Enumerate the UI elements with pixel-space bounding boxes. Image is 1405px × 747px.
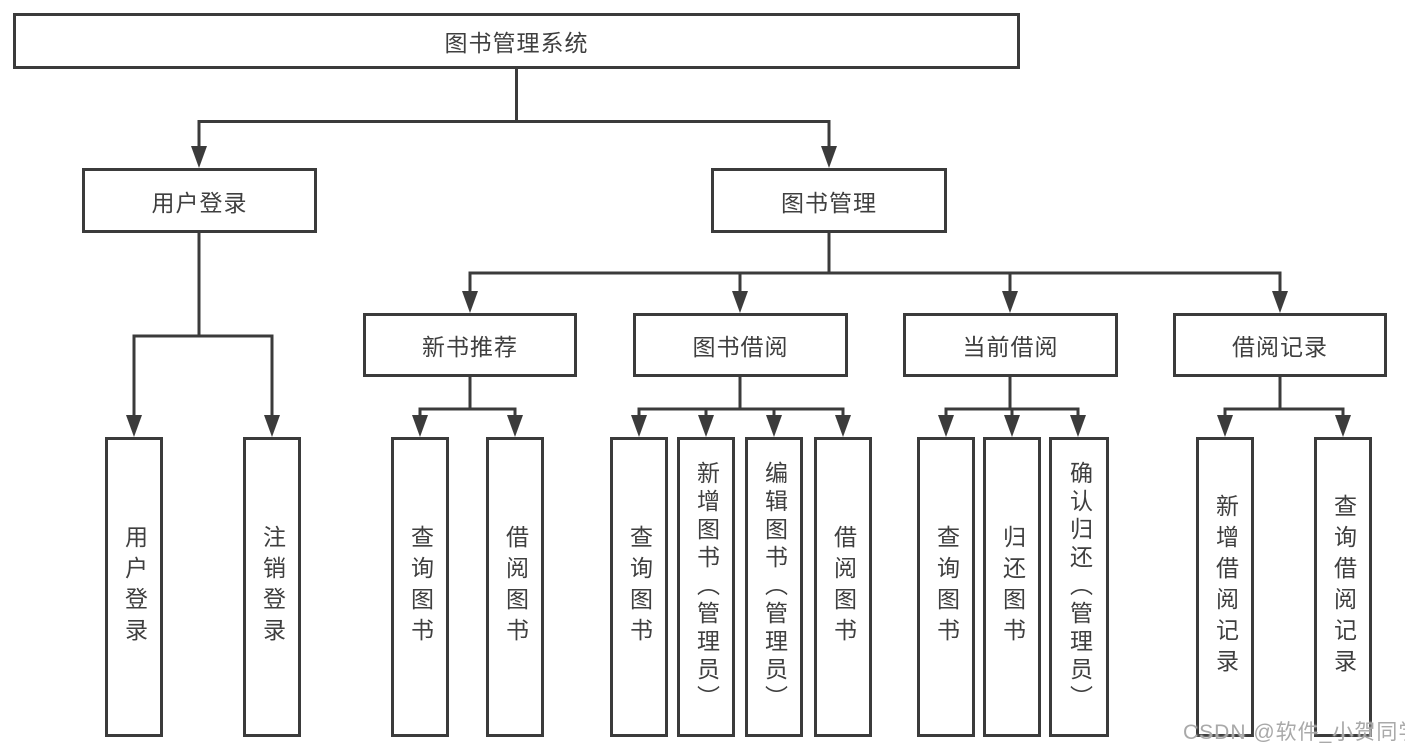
node-new-book-recommend: 新书推荐 <box>363 313 577 377</box>
arrowhead-userlogin-leaf1 <box>126 415 142 437</box>
leaf-logout-action: 注销登录 <box>243 437 301 737</box>
arrowhead-current-leaf3 <box>1070 415 1086 437</box>
node-book-management: 图书管理 <box>711 168 947 233</box>
arrowhead-records <box>1272 291 1288 313</box>
arrowhead-newbook <box>462 291 478 313</box>
arrowhead-records-leaf2 <box>1335 415 1351 437</box>
arrowhead-bookmgmt <box>821 146 837 168</box>
node-root: 图书管理系统 <box>13 13 1020 69</box>
arrowhead-newbook-leaf1 <box>412 415 428 437</box>
leaf-add-borrow-record: 新增借阅记录 <box>1196 437 1254 737</box>
arrowhead-records-leaf1 <box>1217 415 1233 437</box>
arrowhead-borrowing-leaf2 <box>698 415 714 437</box>
node-user-login: 用户登录 <box>82 168 317 233</box>
leaf-return-books: 归还图书 <box>983 437 1041 737</box>
arrowhead-newbook-leaf2 <box>507 415 523 437</box>
leaf-query-books-recommend: 查询图书 <box>391 437 449 737</box>
node-borrowing-records: 借阅记录 <box>1173 313 1387 377</box>
leaf-query-borrow-record: 查询借阅记录 <box>1314 437 1372 737</box>
arrowhead-current-leaf1 <box>938 415 954 437</box>
arrowhead-borrowing-leaf3 <box>766 415 782 437</box>
arrowhead-current <box>1002 291 1018 313</box>
leaf-query-books-borrowing: 查询图书 <box>610 437 668 737</box>
node-book-borrowing: 图书借阅 <box>633 313 848 377</box>
arrowhead-borrowing <box>732 291 748 313</box>
leaf-confirm-return-admin: 确认归还（管理员） <box>1049 437 1109 737</box>
leaf-user-login-action: 用户登录 <box>105 437 163 737</box>
node-current-borrowing: 当前借阅 <box>903 313 1118 377</box>
arrowhead-borrowing-leaf1 <box>631 415 647 437</box>
arrowhead-userlogin <box>191 146 207 168</box>
leaf-query-books-current: 查询图书 <box>917 437 975 737</box>
arrowhead-userlogin-leaf2 <box>264 415 280 437</box>
arrowhead-current-leaf2 <box>1004 415 1020 437</box>
leaf-borrow-books-recommend: 借阅图书 <box>486 437 544 737</box>
leaf-add-books-admin: 新增图书（管理员） <box>677 437 735 737</box>
arrowhead-borrowing-leaf4 <box>835 415 851 437</box>
leaf-borrow-books-borrowing: 借阅图书 <box>814 437 872 737</box>
leaf-edit-books-admin: 编辑图书（管理员） <box>745 437 803 737</box>
